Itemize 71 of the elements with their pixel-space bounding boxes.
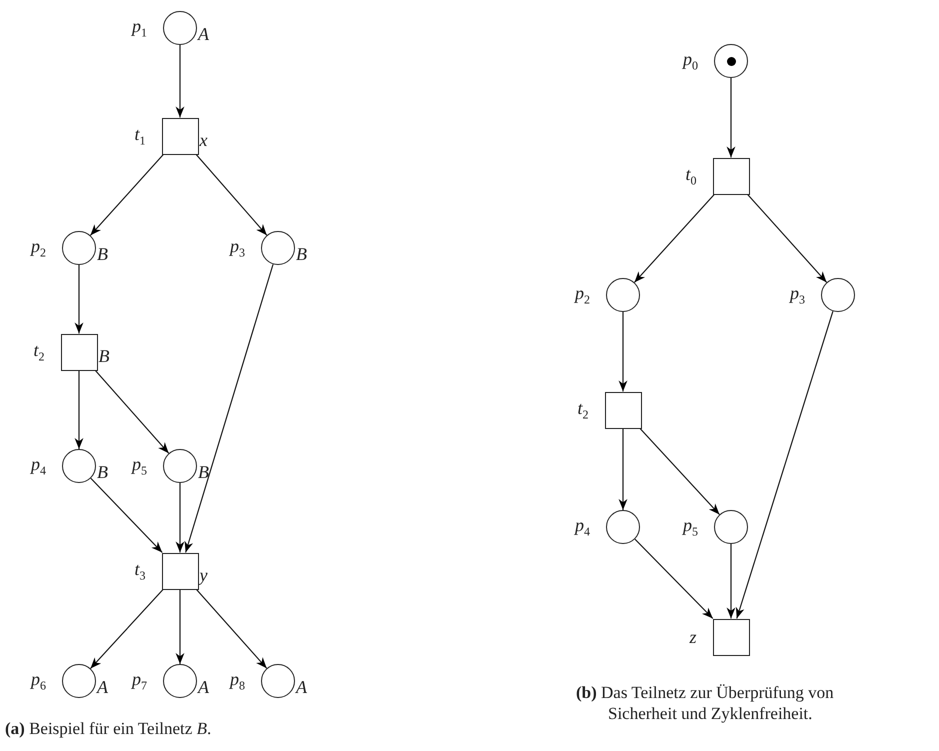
place-circle	[163, 449, 197, 483]
transition-box	[60, 334, 98, 370]
node-annotation-label: B	[198, 463, 209, 481]
node-annotation-label: B	[98, 347, 110, 365]
figure-caption: (a) Beispiel für ein Teilnetz B.	[5, 718, 212, 740]
node-name-label: p$_{4}$	[31, 455, 46, 477]
arc-arrow	[90, 589, 164, 669]
arc-arrow	[176, 590, 184, 664]
arc-arrow	[94, 370, 170, 454]
arc-arrow	[618, 312, 628, 392]
place-circle	[714, 510, 748, 544]
node-name-label: t$_{3}$	[134, 560, 146, 582]
node-name-label: p$_{5}$	[683, 516, 698, 538]
node-name-label: p$_{0}$	[683, 50, 698, 72]
arc-arrow	[634, 194, 715, 283]
transition-box	[712, 158, 750, 194]
arc-arrow	[176, 483, 184, 552]
place-circle	[821, 278, 855, 312]
node-annotation-label: A	[198, 678, 209, 696]
place-circle	[62, 664, 96, 698]
arc-arrow	[736, 311, 834, 619]
node-name-label: t$_{0}$	[686, 165, 697, 187]
node-annotation-label: x	[200, 131, 208, 149]
node-annotation-label: A	[97, 678, 108, 696]
transition-box	[712, 618, 750, 656]
place-circle	[163, 11, 197, 45]
transition-box	[162, 552, 198, 590]
node-annotation-label: B	[97, 463, 108, 481]
node-name-label: t$_{2}$	[578, 399, 589, 421]
place-circle	[606, 278, 640, 312]
arc-arrow	[726, 544, 736, 618]
arc-arrow	[634, 538, 714, 619]
node-annotation-label: A	[198, 25, 209, 43]
place-circle	[261, 231, 295, 265]
arc-arrow	[726, 78, 736, 158]
arc-arrow	[640, 428, 720, 515]
node-name-label: p$_{4}$	[575, 516, 590, 538]
place-circle	[261, 664, 295, 698]
arc-arrow	[74, 265, 84, 334]
node-annotation-label: B	[97, 245, 108, 263]
place-circle	[62, 449, 96, 483]
node-name-label: p$_{5}$	[132, 455, 147, 477]
arc-arrow	[184, 264, 274, 553]
transition-box	[604, 392, 642, 428]
place-circle	[163, 664, 197, 698]
arc-arrow	[747, 194, 828, 283]
arc-arrow	[176, 45, 184, 118]
node-name-label: p$_{8}$	[230, 670, 245, 692]
arc-arrow	[74, 370, 84, 449]
arc-arrow	[196, 154, 268, 236]
node-name-label: z	[690, 628, 697, 646]
place-circle	[606, 510, 640, 544]
place-circle	[62, 231, 96, 265]
node-name-label: p$_{2}$	[575, 284, 590, 306]
arc-arrow	[196, 589, 268, 669]
node-name-label: p$_{3}$	[230, 237, 245, 259]
arc-arrow	[90, 154, 164, 236]
arc-arrow	[618, 428, 628, 510]
place-circle	[714, 44, 748, 78]
node-annotation-label: A	[296, 678, 307, 696]
transition-box	[162, 118, 198, 154]
node-annotation-label: B	[296, 245, 307, 263]
figure-caption: (b) Das Teilnetz zur Überprüfung von Sicherheit und Zyklenfreiheit.	[576, 682, 835, 724]
node-name-label: p$_{2}$	[31, 237, 46, 259]
node-name-label: p$_{7}$	[132, 670, 147, 692]
node-name-label: p$_{3}$	[790, 284, 805, 306]
node-name-label: t$_{1}$	[134, 125, 146, 147]
node-name-label: p$_{6}$	[31, 670, 46, 692]
arc-arrow	[90, 478, 163, 553]
node-name-label: t$_{2}$	[34, 341, 45, 363]
node-name-label: p$_{1}$	[132, 17, 147, 39]
